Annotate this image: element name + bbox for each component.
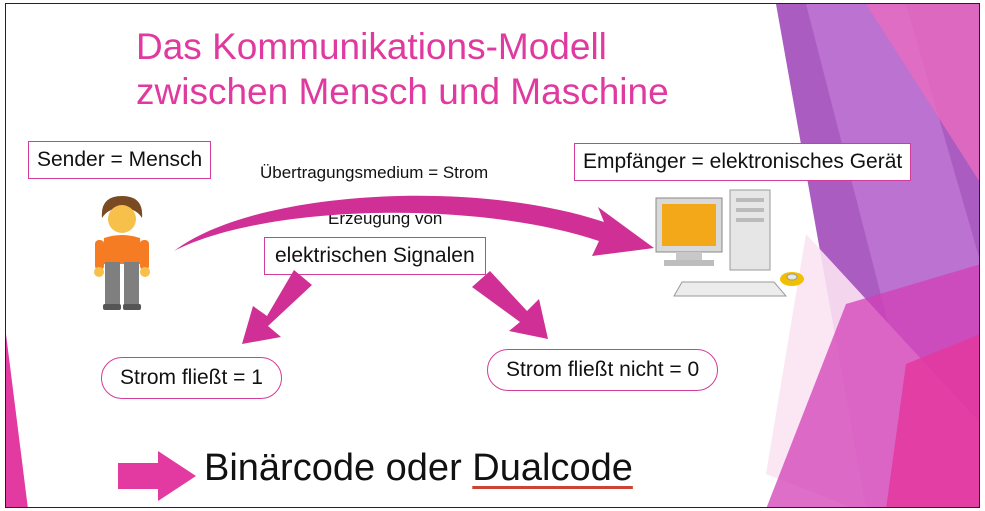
arrow-to-one xyxy=(242,270,312,344)
arrow-to-zero xyxy=(472,271,548,339)
person-icon xyxy=(94,196,150,310)
transmission-arrow xyxy=(174,195,654,256)
receiver-box: Empfänger = elektronisches Gerät xyxy=(574,143,912,181)
desktop-computer-icon xyxy=(655,189,804,297)
decor-shape-pink-bottom xyxy=(886,334,979,507)
conclusion-text: Binärcode oder Dualcode xyxy=(204,447,633,490)
title-line-2: zwischen Mensch und Maschine xyxy=(136,71,669,112)
title-line-1: Das Kommunikations-Modell xyxy=(136,26,607,67)
conclusion-binary-code: Binärcode oder xyxy=(204,447,462,489)
sender-box: Sender = Mensch xyxy=(28,141,212,179)
oval-current-not-flows: Strom fließt nicht = 0 xyxy=(487,349,719,391)
conclusion-dual-code: Dualcode xyxy=(472,447,633,489)
signals-box: elektrischen Signalen xyxy=(264,237,486,275)
decorative-background xyxy=(6,4,979,507)
creation-label: Erzeugung von xyxy=(328,209,443,228)
slide-title: Das Kommunikations-Modell zwischen Mensc… xyxy=(136,24,756,114)
right-arrow-icon xyxy=(118,451,196,501)
medium-label: Übertragungsmedium = Strom xyxy=(260,163,489,182)
flow-arrows xyxy=(174,195,654,344)
oval-current-flows: Strom fließt = 1 xyxy=(101,357,282,399)
decor-shape-pink-top xyxy=(866,4,979,181)
slide: Das Kommunikations-Modell zwischen Mensc… xyxy=(5,3,980,508)
